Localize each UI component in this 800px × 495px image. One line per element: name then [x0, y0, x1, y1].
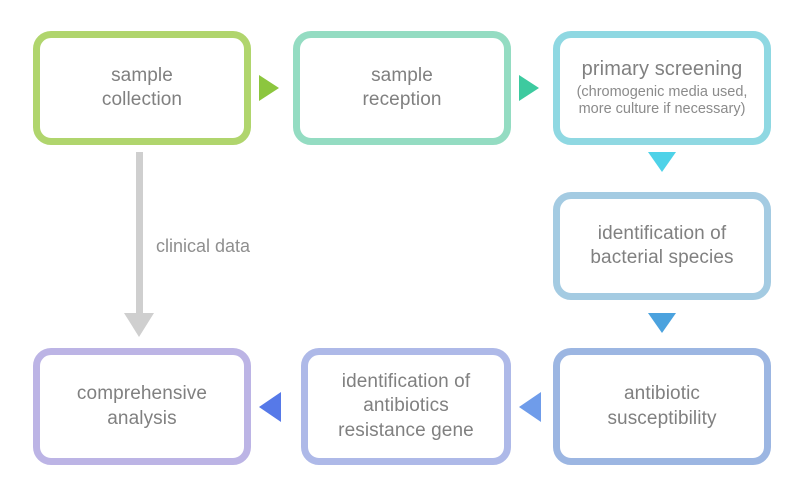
arrow-down-icon-collection-to-analysis: [124, 313, 154, 337]
node-primary-screening-sublabel: (chromogenic media used, more culture if…: [576, 83, 748, 118]
triangle-left-icon-gene-to-analysis: [259, 392, 281, 422]
triangle-left-icon-antibiotic-to-gene: [519, 392, 541, 422]
triangle-right-icon-reception-to-screening: [519, 75, 539, 101]
triangle-down-icon-species-to-antibiotic: [648, 313, 676, 333]
triangle-down-icon-screening-to-species: [648, 152, 676, 172]
connector-line-collection-to-analysis: [136, 152, 143, 317]
node-primary-screening[interactable]: primary screening (chromogenic media use…: [553, 31, 771, 145]
node-primary-screening-label: primary screening: [581, 58, 743, 81]
connector-label-clinical-data: clinical data: [156, 236, 251, 256]
triangle-right-icon-collection-to-reception: [259, 75, 279, 101]
